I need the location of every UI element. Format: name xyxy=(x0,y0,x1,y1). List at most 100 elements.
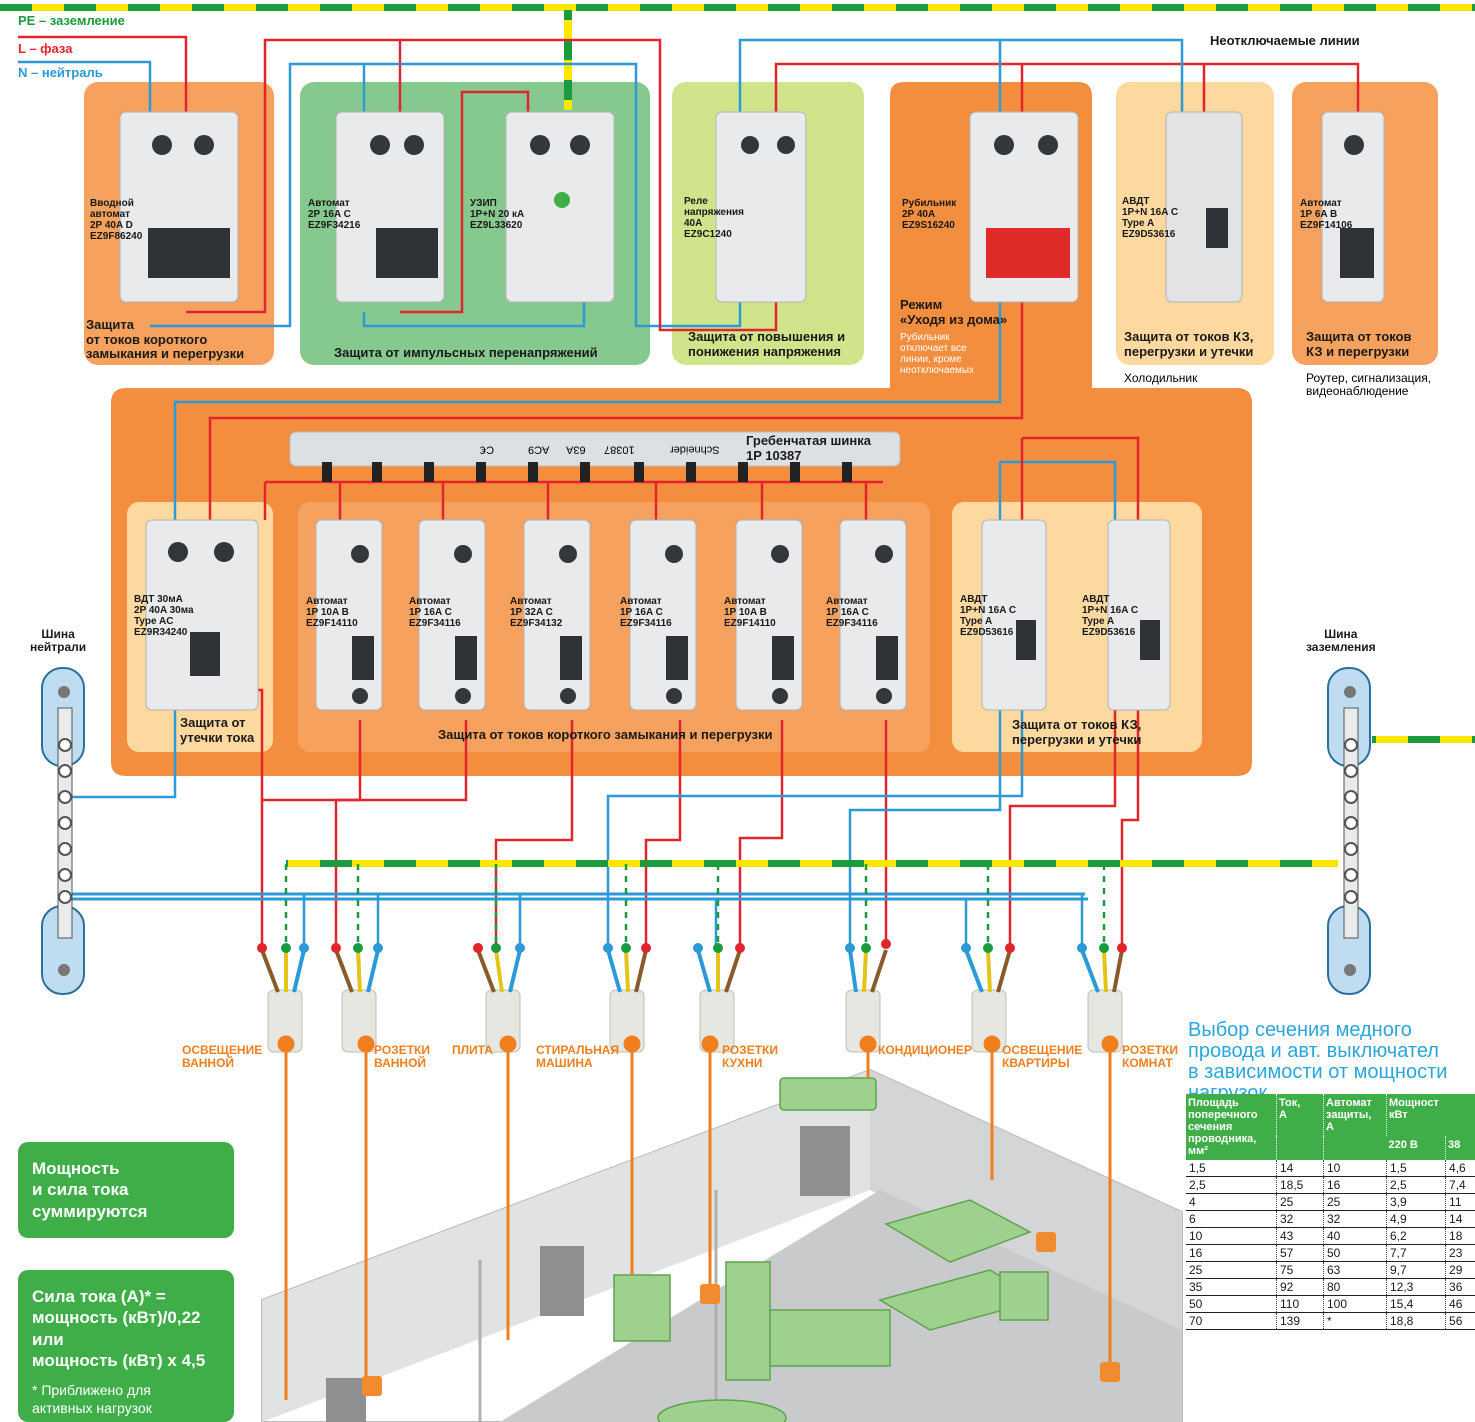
device-rcbo-2 xyxy=(1107,519,1171,711)
load-router: Роутер, сигнализация, видеонаблюдение xyxy=(1306,371,1432,399)
bus-label-neutral: Шина нейтрали xyxy=(30,627,87,655)
cable-label: ПЛИТА xyxy=(452,1043,493,1057)
house-illustration xyxy=(261,1035,1183,1422)
table-cell: 40 xyxy=(1323,1227,1387,1246)
group-label: Защита от токов короткого замыкания и пе… xyxy=(438,727,773,742)
legend-l: L – фаза xyxy=(18,41,73,56)
selection-table: Площадь поперечного сечения проводника, … xyxy=(1186,1094,1475,1331)
table-cell: 50 xyxy=(1186,1295,1277,1314)
table-cell: 25 xyxy=(1186,1261,1277,1280)
comb-bus-mark: C€ xyxy=(480,443,495,456)
table-cell: 43 xyxy=(1276,1227,1324,1246)
device-switch xyxy=(969,111,1079,303)
cable-label: СТИРАЛЬНАЯ МАШИНА xyxy=(536,1043,620,1071)
table-cell: 32 xyxy=(1276,1210,1324,1229)
cable-label: РОЗЕТКИ КУХНИ xyxy=(722,1043,778,1071)
group-label: Защита от повышения и понижения напряжен… xyxy=(688,329,846,359)
table-cell: 56 xyxy=(1445,1312,1475,1331)
table-cell: 100 xyxy=(1323,1295,1387,1314)
cable-label: ОСВЕЩЕНИЕ КВАРТИРЫ xyxy=(1002,1043,1083,1071)
table-cell: 63 xyxy=(1323,1261,1387,1280)
table-header: 38 xyxy=(1445,1135,1475,1161)
device-label: АВДТ 1P+N 16A C Type A EZ9D53616 xyxy=(960,594,1017,638)
group-label: Защита от токов короткого замыкания и пе… xyxy=(86,317,245,362)
bus-bars xyxy=(41,667,1371,995)
mode-text: Рубильник отключает все линии, кроме нео… xyxy=(900,332,975,376)
table-cell: 2,5 xyxy=(1186,1176,1277,1195)
device-label: ВДТ 30мА 2P 40A 30ма Type AC EZ9R34240 xyxy=(134,594,194,638)
table-cell: 80 xyxy=(1323,1278,1387,1297)
info-formula-note: * Приближено для активных нагрузок xyxy=(32,1382,152,1417)
group-label: Защита от токов КЗ, перегрузки и утечки xyxy=(1012,717,1142,747)
table-cell: 14 xyxy=(1276,1160,1324,1178)
table-header: 220 В xyxy=(1386,1135,1446,1161)
group-label: Защита от токов КЗ и перегрузки xyxy=(1306,329,1412,359)
mode-title: Режим «Уходя из дома» xyxy=(900,297,1008,327)
device-rcbo-top xyxy=(1165,111,1243,303)
device-breaker-2p xyxy=(335,111,445,303)
device-label: Вводной автомат 2P 40A D EZ9F86240 xyxy=(90,198,143,242)
comb-bus-mark: 63A xyxy=(566,443,586,456)
device-label: Автомат 1P 32A C EZ9F34132 xyxy=(510,596,563,629)
table-header: Площадь поперечного сечения проводника, … xyxy=(1186,1094,1277,1161)
device-input-breaker xyxy=(119,111,239,303)
table-cell: 4,9 xyxy=(1385,1210,1446,1229)
legend-n: N – нейтраль xyxy=(18,65,103,80)
devices xyxy=(119,111,1385,711)
table-cell: 32 xyxy=(1323,1210,1387,1229)
table-cell: 57 xyxy=(1276,1244,1324,1263)
selection-title: Выбор сечения медного провода и авт. вык… xyxy=(1188,1020,1448,1104)
table-cell: 35 xyxy=(1186,1278,1277,1297)
device-label: Автомат 1P 16A C EZ9F34116 xyxy=(826,596,878,629)
table-cell: 9,7 xyxy=(1385,1261,1446,1280)
info-formula-text: Сила тока (А)* = мощность (кВт)/0,22 или… xyxy=(32,1287,206,1370)
table-cell: 18,5 xyxy=(1276,1176,1324,1195)
device-label: Автомат 1P 6A B EZ9F14106 xyxy=(1300,198,1353,231)
device-surge xyxy=(505,111,615,303)
cable-ends xyxy=(257,939,1127,1053)
comb-bus-mark: Schneider xyxy=(670,443,720,456)
table-cell: 50 xyxy=(1323,1244,1387,1263)
table-cell: 70 xyxy=(1186,1312,1277,1331)
cable-label: РОЗЕТКИ КОМНАТ xyxy=(1122,1043,1178,1071)
table-cell: 6 xyxy=(1186,1210,1277,1229)
device-label: АВДТ 1P+N 16A C Type A EZ9D53616 xyxy=(1082,594,1139,638)
table-cell: 18,8 xyxy=(1385,1312,1446,1331)
device-label: Автомат 1P 10A B EZ9F14110 xyxy=(306,596,358,629)
table-cell: 92 xyxy=(1276,1278,1324,1297)
table-cell: 18 xyxy=(1445,1227,1475,1246)
table-cell: * xyxy=(1323,1312,1387,1331)
comb-bus-mark: 10387 xyxy=(604,443,635,456)
comb-bus xyxy=(289,431,901,482)
table-cell: 7,7 xyxy=(1385,1244,1446,1263)
info-box-sum: Мощность и сила тока суммируются xyxy=(18,1142,234,1238)
group-label: Защита от токов КЗ, перегрузки и утечки xyxy=(1124,329,1254,359)
table-cell: 4 xyxy=(1186,1193,1277,1212)
cable-label: КОНДИЦИОНЕР xyxy=(878,1043,972,1057)
table-cell: 29 xyxy=(1445,1261,1475,1280)
device-label: Автомат 1P 16A C EZ9F34116 xyxy=(620,596,672,629)
group-label: Защита от утечки тока xyxy=(180,715,255,745)
bus-label-earth: Шина заземления xyxy=(1306,627,1376,655)
device-label: Автомат 1P 16A C EZ9F34116 xyxy=(409,596,461,629)
device-relay xyxy=(715,111,807,303)
device-rcbo-1 xyxy=(981,519,1047,711)
device-label: УЗИП 1P+N 20 кА EZ9L33620 xyxy=(470,198,525,231)
table-cell: 14 xyxy=(1445,1210,1475,1229)
table-cell: 23 xyxy=(1445,1244,1475,1263)
info-sum-text: Мощность и сила тока суммируются xyxy=(32,1159,148,1221)
table-cell: 3,9 xyxy=(1385,1193,1446,1212)
table-cell: 2,5 xyxy=(1385,1176,1446,1195)
device-label: Автомат 2P 16A C EZ9F34216 xyxy=(308,198,361,231)
group-label: Защита от импульсных перенапряжений xyxy=(334,345,598,360)
comb-bus-mark: AC9 xyxy=(528,443,550,456)
device-label: Рубильник 2P 40A EZ9S16240 xyxy=(902,198,957,231)
table-cell: 75 xyxy=(1276,1261,1324,1280)
